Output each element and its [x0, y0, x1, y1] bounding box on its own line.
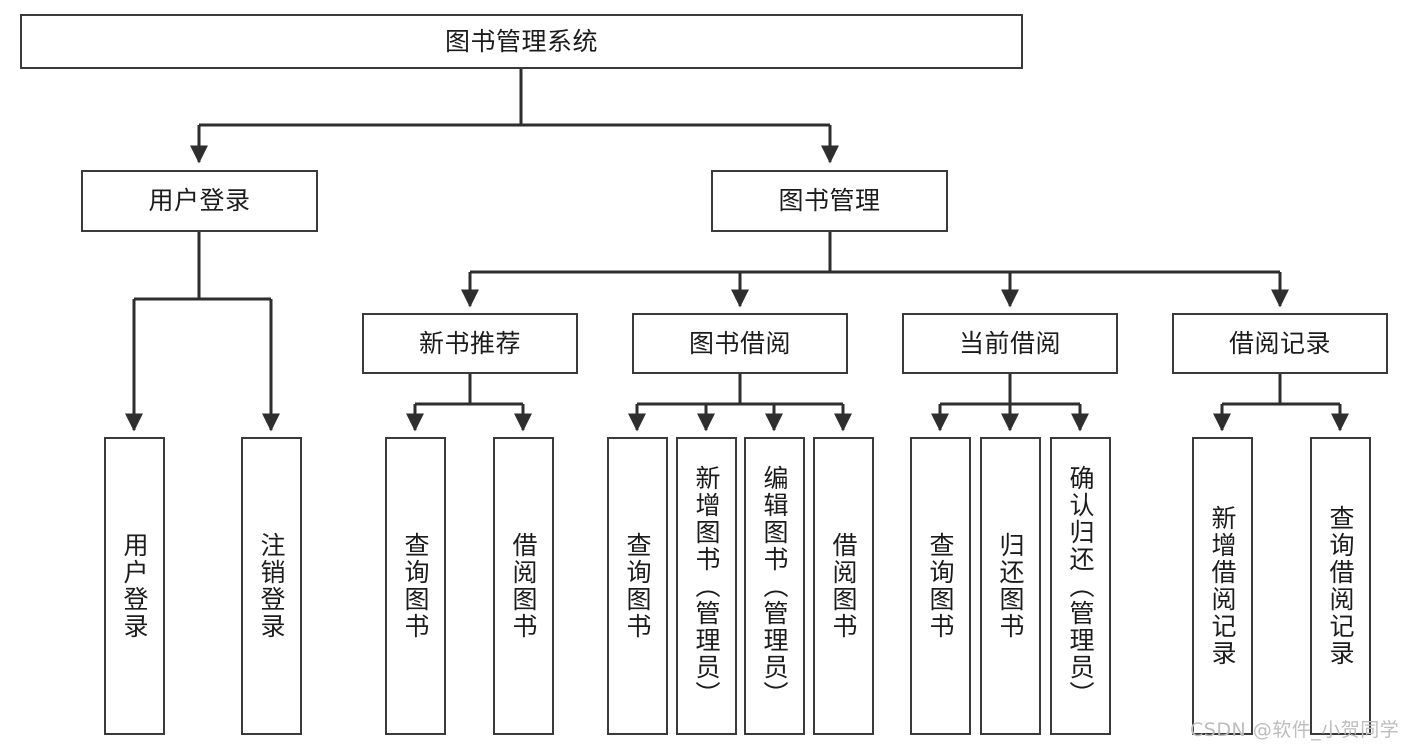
- node-leaf-logout-login-label: 注销登录: [257, 532, 286, 640]
- node-root-label: 图书管理系统: [444, 26, 598, 56]
- node-book-management[interactable]: 图书管理: [711, 170, 948, 232]
- node-book-management-label: 图书管理: [778, 186, 881, 216]
- node-root[interactable]: 图书管理系统: [20, 14, 1023, 69]
- node-leaf-add-book[interactable]: 新增图书（管理员）: [676, 437, 737, 735]
- node-leaf-edit-book-label: 编辑图书（管理员）: [760, 464, 789, 708]
- node-leaf-query-book-1-label: 查询图书: [401, 532, 430, 640]
- node-leaf-return-book[interactable]: 归还图书: [980, 437, 1041, 735]
- node-new-book-recommend[interactable]: 新书推荐: [362, 313, 578, 374]
- node-leaf-user-login-label: 用户登录: [120, 532, 149, 640]
- node-borrow-record-label: 借阅记录: [1228, 328, 1331, 358]
- node-leaf-logout-login[interactable]: 注销登录: [241, 437, 302, 735]
- node-book-borrow-label: 图书借阅: [688, 328, 791, 358]
- node-book-borrow[interactable]: 图书借阅: [632, 313, 848, 374]
- node-leaf-borrow-book-1[interactable]: 借阅图书: [493, 437, 554, 735]
- node-leaf-query-borrow-record[interactable]: 查询借阅记录: [1310, 437, 1371, 735]
- node-leaf-query-book-3[interactable]: 查询图书: [910, 437, 971, 735]
- node-leaf-borrow-book-2[interactable]: 借阅图书: [813, 437, 874, 735]
- node-leaf-query-book-2[interactable]: 查询图书: [607, 437, 668, 735]
- node-leaf-confirm-return[interactable]: 确认归还（管理员）: [1050, 437, 1111, 735]
- node-leaf-add-borrow-record[interactable]: 新增借阅记录: [1192, 437, 1253, 735]
- node-user-login[interactable]: 用户登录: [81, 170, 318, 232]
- csdn-watermark: CSDN @软件_小贺同学: [1190, 719, 1400, 741]
- node-leaf-query-book-2-label: 查询图书: [623, 532, 652, 640]
- node-leaf-borrow-book-1-label: 借阅图书: [509, 532, 538, 640]
- node-borrow-record[interactable]: 借阅记录: [1172, 313, 1388, 374]
- node-leaf-add-borrow-record-label: 新增借阅记录: [1208, 505, 1237, 667]
- node-current-borrow[interactable]: 当前借阅: [902, 313, 1118, 374]
- node-new-book-recommend-label: 新书推荐: [418, 328, 521, 358]
- node-leaf-query-book-1[interactable]: 查询图书: [385, 437, 446, 735]
- node-leaf-add-book-label: 新增图书（管理员）: [692, 464, 721, 708]
- node-leaf-borrow-book-2-label: 借阅图书: [829, 532, 858, 640]
- node-leaf-query-book-3-label: 查询图书: [926, 532, 955, 640]
- node-current-borrow-label: 当前借阅: [958, 328, 1061, 358]
- node-leaf-query-borrow-record-label: 查询借阅记录: [1326, 505, 1355, 667]
- node-leaf-edit-book[interactable]: 编辑图书（管理员）: [744, 437, 805, 735]
- node-leaf-confirm-return-label: 确认归还（管理员）: [1066, 464, 1095, 708]
- node-user-login-label: 用户登录: [148, 186, 251, 216]
- node-leaf-user-login[interactable]: 用户登录: [104, 437, 165, 735]
- node-leaf-return-book-label: 归还图书: [996, 532, 1025, 640]
